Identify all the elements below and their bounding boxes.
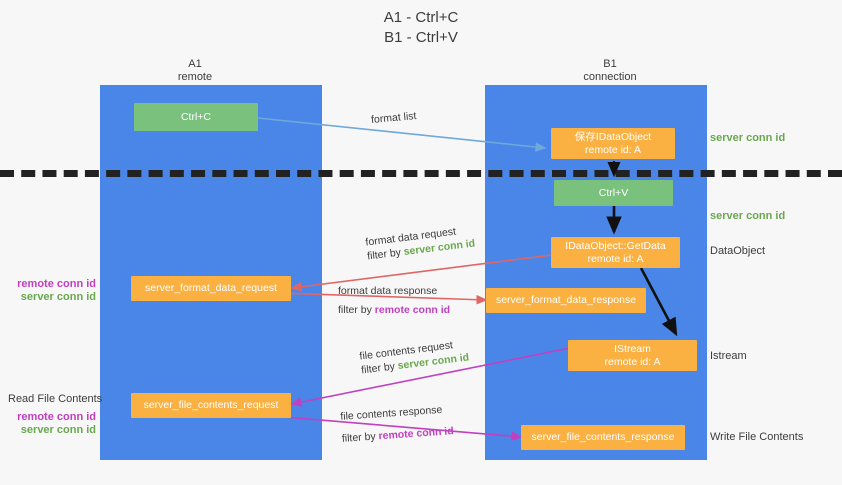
- lane-header-a1: A1 remote: [177, 58, 213, 83]
- right-label-write-file-contents: Write File Contents: [710, 431, 804, 443]
- label-file-contents-response-line1: file contents response: [339, 403, 443, 423]
- box-istream[interactable]: IStream remote id: A: [568, 340, 697, 371]
- label-format-data-request: format data request filter by server con…: [365, 222, 476, 263]
- box-server-format-data-response[interactable]: server_format_data_response: [486, 288, 646, 313]
- right-label-server-conn-id-mid: server conn id: [710, 210, 786, 222]
- right-label-istream: Istream: [710, 350, 747, 362]
- label-file-contents-response-line2: filter by remote conn id: [341, 424, 454, 446]
- box-istream-line2: remote id: A: [604, 355, 661, 368]
- label-fcreq-prefix: filter by: [360, 360, 399, 377]
- box-save-dataobject[interactable]: 保存IDataObject remote id: A: [551, 128, 675, 159]
- box-server-format-data-response-label: server_format_data_response: [495, 294, 637, 307]
- box-server-format-data-request-label: server_format_data_request: [145, 282, 277, 295]
- left-label-server-conn-id-bottom: server conn id: [20, 424, 96, 436]
- right-label-server-conn-id-top: server conn id: [710, 132, 786, 144]
- box-server-file-contents-request[interactable]: server_file_contents_request: [131, 393, 291, 418]
- box-ctrl-c-label: Ctrl+C: [180, 110, 212, 123]
- label-fcresp-highlight: remote conn id: [378, 425, 455, 443]
- box-server-file-contents-request-label: server_file_contents_request: [143, 399, 279, 412]
- label-file-contents-response: file contents response filter by remote …: [340, 402, 454, 446]
- box-ctrl-v-label: Ctrl+V: [598, 186, 629, 199]
- phase-divider: [0, 170, 842, 177]
- label-format-data-response-line1: format data response: [338, 285, 438, 297]
- box-getdata-line2: remote id: A: [587, 252, 644, 265]
- label-fdreq-prefix: filter by: [366, 246, 405, 263]
- box-getdata[interactable]: IDataObject::GetData remote id: A: [551, 237, 680, 268]
- box-save-dataobject-line2: remote id: A: [584, 143, 642, 156]
- label-format-data-response-line2: filter by remote conn id: [338, 303, 450, 317]
- left-label-conn-pair-top: remote conn id server conn id: [0, 278, 96, 304]
- left-label-conn-pair-bottom: remote conn id server conn id: [0, 411, 96, 437]
- left-label-remote-conn-id-top: remote conn id: [17, 278, 96, 290]
- label-fdresp-highlight: remote conn id: [374, 304, 451, 316]
- box-ctrl-v[interactable]: Ctrl+V: [554, 180, 673, 206]
- box-server-file-contents-response-label: server_file_contents_response: [531, 431, 675, 444]
- lane-header-b1: B1 connection: [583, 58, 637, 83]
- box-getdata-line1: IDataObject::GetData: [565, 240, 666, 252]
- left-label-server-conn-id-top: server conn id: [20, 291, 96, 303]
- label-format-list: format list: [370, 110, 417, 126]
- left-label-remote-conn-id-bottom: remote conn id: [17, 411, 96, 423]
- box-save-dataobject-line1: 保存IDataObject: [574, 131, 652, 143]
- box-ctrl-c[interactable]: Ctrl+C: [134, 103, 258, 131]
- label-fcresp-prefix: filter by: [341, 430, 379, 445]
- box-istream-line1: IStream: [614, 343, 651, 355]
- label-format-data-response: format data response filter by remote co…: [338, 284, 450, 317]
- label-fdresp-prefix: filter by: [338, 304, 375, 316]
- left-label-read-file-contents: Read File Contents: [8, 393, 103, 405]
- box-server-file-contents-response[interactable]: server_file_contents_response: [521, 425, 685, 450]
- label-file-contents-request: file contents request filter by server c…: [359, 336, 470, 377]
- diagram-title: A1 - Ctrl+C B1 - Ctrl+V: [383, 9, 459, 46]
- right-label-dataobject: DataObject: [710, 245, 766, 257]
- box-server-format-data-request[interactable]: server_format_data_request: [131, 276, 291, 301]
